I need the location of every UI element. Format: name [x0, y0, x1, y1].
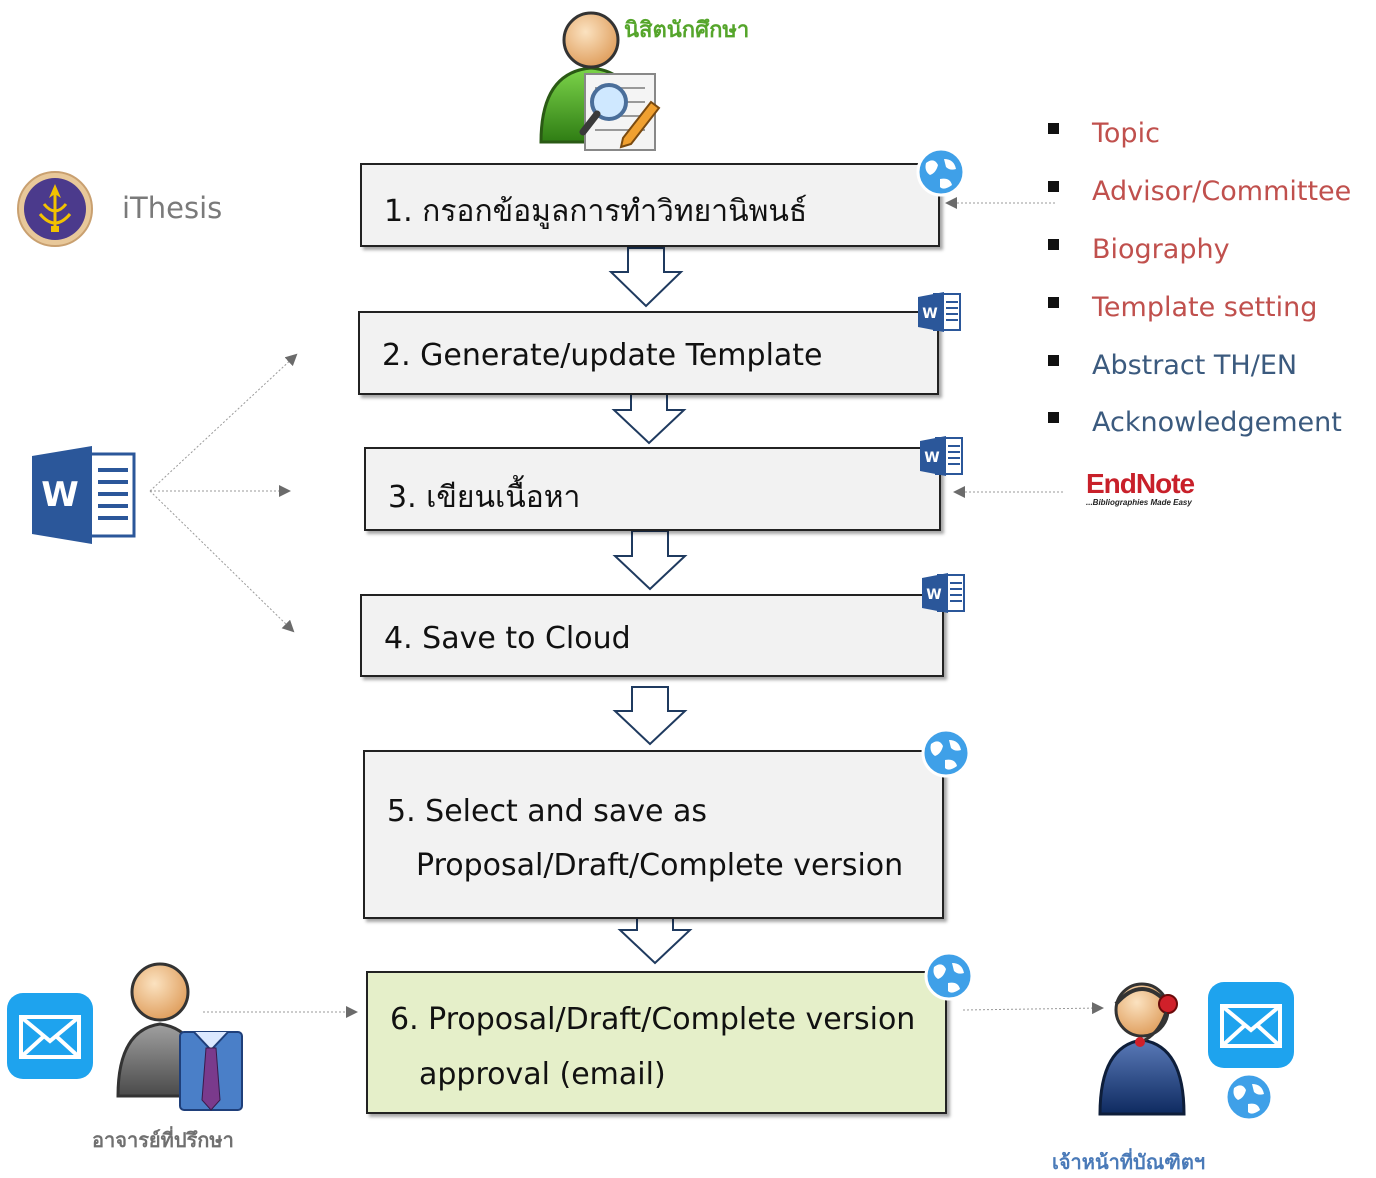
bullet-square: [1048, 355, 1059, 366]
info-item-advisor: Advisor/Committee: [1048, 176, 1351, 207]
info-item-label: Abstract TH/EN: [1092, 350, 1298, 381]
officer-label: เจ้าหน้าที่บัณฑิตฯ: [1052, 1150, 1206, 1174]
globe-icon: [924, 951, 974, 1001]
step6-to-officer-arrow: [962, 1002, 1104, 1015]
word-to-step4-arrow: [149, 490, 295, 633]
student-label: นิสิตนักศึกษา: [624, 18, 750, 43]
step-1-box: 1. กรอกข้อมูลการทำวิทยานิพนธ์: [360, 163, 940, 247]
bullet-square: [1048, 412, 1059, 423]
svg-text:W: W: [922, 306, 937, 322]
bullet-square: [1048, 123, 1059, 134]
flow-arrow-4: [612, 686, 688, 746]
info-item-label: Biography: [1092, 234, 1230, 265]
svg-text:W: W: [41, 475, 79, 515]
step-6-box: 6. Proposal/Draft/Complete version appro…: [366, 971, 947, 1114]
step-5-label-line1: 5. Select and save as: [387, 794, 707, 829]
advisor-label: อาจารย์ที่ปรึกษา: [92, 1128, 234, 1152]
advisor-icon: [116, 962, 243, 1111]
flow-arrow-3: [612, 530, 688, 591]
info-item-biography: Biography: [1048, 234, 1230, 265]
step-1-label: 1. กรอกข้อมูลการทำวิทยานิพนธ์: [384, 194, 808, 229]
globe-icon: [921, 728, 971, 778]
step-4-label: 4. Save to Cloud: [384, 621, 631, 656]
info-item-label: Topic: [1092, 118, 1160, 149]
step-5-box: 5. Select and save as Proposal/Draft/Com…: [363, 750, 944, 919]
endnote-logo-text: EndNote: [1086, 468, 1195, 499]
svg-text:W: W: [926, 587, 941, 603]
ithesis-label: iThesis: [122, 191, 223, 225]
step-6-label-line1: 6. Proposal/Draft/Complete version: [390, 1002, 916, 1037]
info-item-topic: Topic: [1048, 118, 1160, 149]
globe-icon: [1224, 1072, 1274, 1122]
step-2-label: 2. Generate/update Template: [382, 338, 823, 373]
step-3-box: 3. เขียนเนื้อหา: [364, 447, 941, 531]
step-2-box: 2. Generate/update Template: [358, 311, 939, 395]
info-item-label: Advisor/Committee: [1092, 176, 1352, 207]
student-icon: [539, 11, 661, 151]
bullet-square: [1048, 297, 1059, 308]
info-item-abstract: Abstract TH/EN: [1048, 350, 1297, 381]
step-6-label-line2: approval (email): [419, 1057, 666, 1092]
word-doc-icon: W: [918, 292, 961, 332]
bullet-square: [1048, 239, 1059, 250]
step-5-label-line2: Proposal/Draft/Complete version: [416, 848, 904, 883]
word-doc-icon: W: [922, 573, 965, 613]
word-doc-icon: W: [920, 436, 963, 476]
endnote-tagline: ...Bibliographies Made Easy: [1086, 498, 1192, 507]
bullet-square: [1048, 181, 1059, 192]
info-item-label: Template setting: [1092, 292, 1318, 323]
step-3-label: 3. เขียนเนื้อหา: [388, 480, 581, 515]
info-item-template: Template setting: [1048, 292, 1317, 323]
word-to-step2-arrow: [149, 353, 298, 492]
step-4-box: 4. Save to Cloud: [360, 594, 944, 677]
flow-arrow-1: [608, 247, 684, 308]
word-icon: W: [32, 446, 136, 544]
officer-icon: [1098, 982, 1186, 1116]
mail-icon: [7, 993, 93, 1079]
info-item-acknowledgement: Acknowledgement: [1048, 407, 1342, 438]
ithesis-logo-icon: [17, 171, 93, 247]
info-item-label: Acknowledgement: [1092, 407, 1342, 438]
endnote-logo: EndNote ...Bibliographies Made Easy: [1086, 468, 1216, 508]
globe-icon: [916, 147, 966, 197]
mail-icon: [1208, 982, 1294, 1068]
svg-text:W: W: [924, 450, 939, 466]
